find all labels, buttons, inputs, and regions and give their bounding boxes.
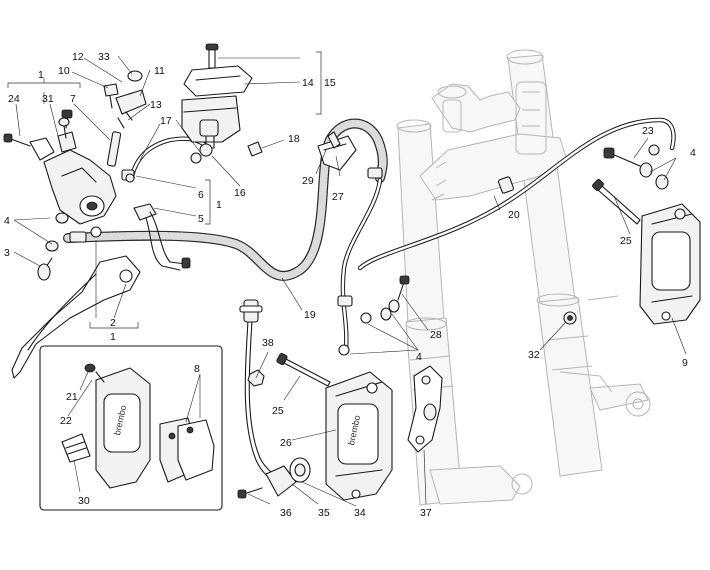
banjo-bolt-28 (380, 275, 410, 321)
brake-pad-inset: brembo (39, 345, 223, 511)
callout-1-mid: 1 (216, 199, 222, 211)
callout-3: 3 (4, 247, 10, 259)
callout-26: 26 (280, 437, 292, 449)
callout-12: 12 (72, 51, 84, 63)
callout-17: 17 (160, 115, 172, 127)
nut-38 (247, 369, 265, 387)
callout-31: 31 (42, 93, 54, 105)
callout-20: 20 (508, 209, 520, 221)
brake-light-switch (133, 203, 191, 271)
callout-16: 16 (234, 187, 246, 199)
callout-28: 28 (430, 329, 442, 341)
callout-7: 7 (70, 93, 76, 105)
front-fork (396, 49, 651, 506)
callout-18: 18 (288, 133, 300, 145)
callout-1-bottom: 1 (110, 331, 116, 343)
callout-30: 30 (78, 495, 90, 507)
callout-21: 21 (66, 391, 78, 403)
callout-36: 36 (280, 507, 292, 519)
callout-8: 8 (194, 363, 200, 375)
caliper-bolt-25-left (276, 353, 331, 387)
callout-32: 32 (528, 349, 540, 361)
front-left-caliper: brembo (325, 371, 393, 501)
callout-2: 2 (110, 317, 116, 329)
callout-33: 33 (98, 51, 110, 63)
callout-4-right: 4 (690, 147, 696, 159)
callout-35: 35 (318, 507, 330, 519)
speed-sensor (237, 299, 311, 499)
callout-25-right: 25 (620, 235, 632, 247)
callout-4-left: 4 (4, 215, 10, 227)
brake-fluid-reservoir (181, 43, 253, 149)
leader-lines (13, 55, 687, 507)
nut-32 (563, 311, 577, 325)
callout-38: 38 (262, 337, 274, 349)
callout-9: 9 (682, 357, 688, 369)
callout-14: 14 (302, 77, 314, 89)
brake-master-cylinder (3, 109, 141, 379)
callout-11: 11 (154, 65, 165, 77)
callout-27: 27 (332, 191, 344, 203)
callout-37: 37 (420, 507, 432, 519)
callout-labels: 1 24 31 7 10 12 33 11 13 17 14 15 18 16 … (4, 51, 696, 519)
callout-5: 5 (198, 213, 204, 225)
callout-25-left: 25 (272, 405, 284, 417)
callout-34: 34 (354, 507, 366, 519)
callout-29: 29 (302, 175, 314, 187)
bolt-23-washers (603, 144, 669, 190)
caliper-bolt-25-right (592, 179, 641, 225)
callout-1-top: 1 (38, 69, 44, 81)
callout-24: 24 (8, 93, 20, 105)
callout-22: 22 (60, 415, 72, 427)
brake-hoses (63, 117, 676, 356)
front-right-caliper (639, 203, 701, 325)
callout-19: 19 (304, 309, 316, 321)
callout-10: 10 (58, 65, 70, 77)
callout-15: 15 (324, 77, 336, 89)
callout-13: 13 (150, 99, 162, 111)
callout-23: 23 (642, 125, 654, 137)
sensor-bracket (407, 365, 443, 453)
callout-6: 6 (198, 189, 204, 201)
hose-clip (317, 131, 357, 171)
callout-4-mid: 4 (416, 351, 422, 363)
